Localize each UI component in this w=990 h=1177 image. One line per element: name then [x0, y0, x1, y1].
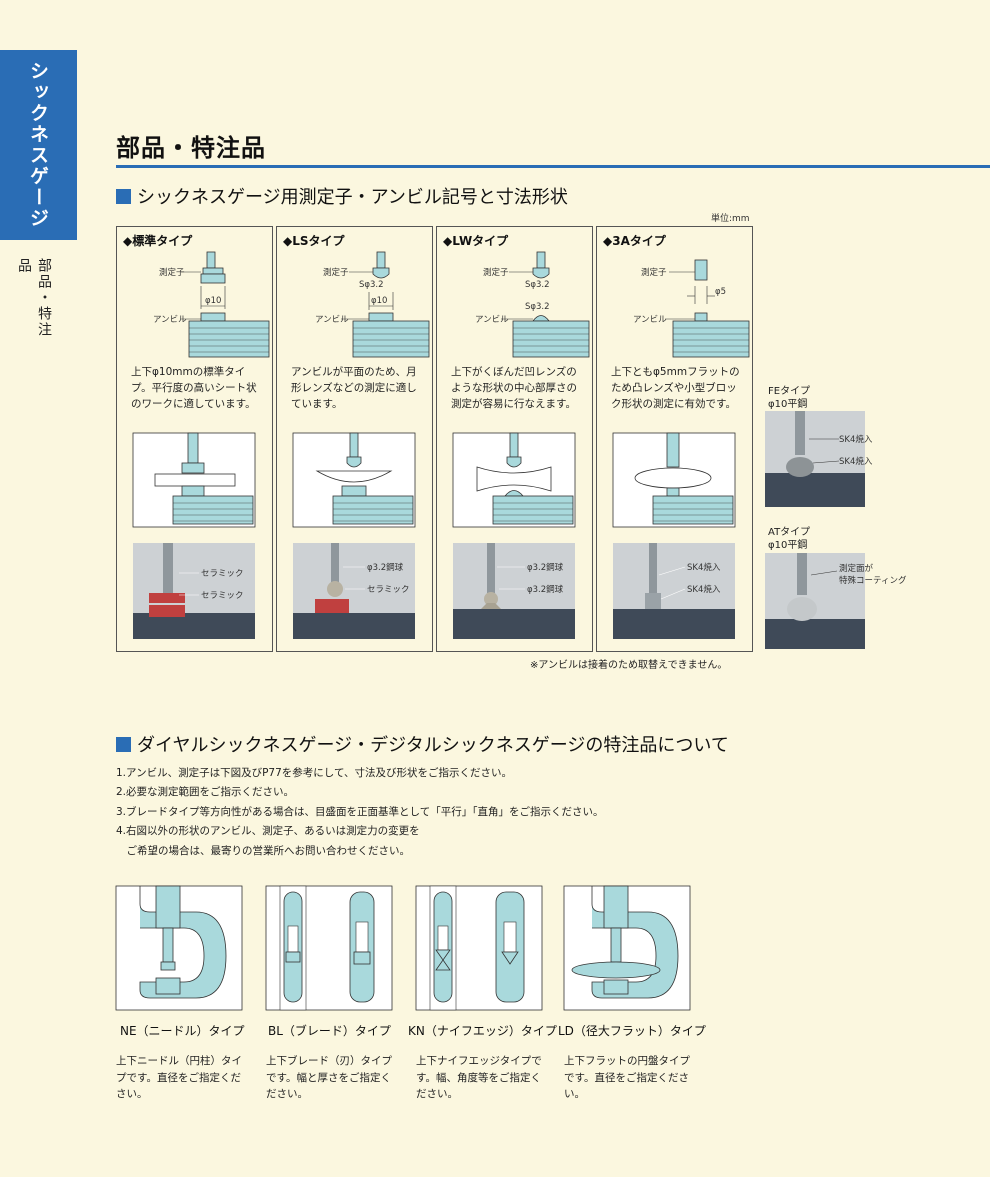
photo-label-lower: φ3.2鋼球	[527, 584, 564, 595]
ls-photo: φ3.2鋼球 セラミック	[293, 543, 415, 639]
panel-standard: ◆標準タイプ 測定子 アンビル φ10 上下φ10mmの標準タイプ。平行度の高い…	[116, 226, 273, 652]
photo-label-upper: セラミック	[201, 569, 244, 579]
instruction-list: 1.アンビル、測定子は下図及びP77を参考にして、寸法及び形状をご指示ください。…	[116, 764, 603, 861]
side-subtitle: 部品・特注品	[16, 258, 52, 338]
list-item: 4.右図以外の形状のアンビル、測定子、あるいは測定力の変更を	[116, 825, 420, 838]
3a-dimension-diagram: φ5 測定子 アンビル	[633, 259, 750, 358]
at-material-label: φ10平鋼	[768, 540, 808, 551]
anvil-label: アンビル	[475, 315, 509, 325]
at-photo: 測定面が 特殊コーティング	[765, 553, 907, 649]
photo-label-lower: セラミック	[367, 585, 410, 595]
title-rule	[116, 165, 990, 168]
anvil-label: アンビル	[633, 315, 667, 325]
dimension-label-upper: Sφ3.2	[525, 280, 550, 290]
fe-photo: SK4焼入 SK4焼入	[765, 411, 873, 507]
list-item: 1.アンビル、測定子は下図及びP77を参考にして、寸法及び形状をご指示ください。	[116, 767, 512, 779]
lw-illustration	[452, 432, 576, 528]
photo-label-lower: SK4焼入	[687, 585, 721, 595]
standard-illustration	[132, 432, 256, 528]
ls-dimension-diagram: Sφ3.2 φ10 測定子 アンビル	[315, 251, 430, 358]
panel-3a: ◆3Aタイプ φ5 測定子 アンビル 上下ともφ5mmフラットのため凸レンズや小…	[596, 226, 753, 652]
lw-dimension-diagram: Sφ3.2 Sφ3.2 測定子 アンビル	[475, 251, 590, 358]
bl-diagram	[265, 885, 393, 1011]
section1-heading-text: シックネスゲージ用測定子・アンビル記号と寸法形状	[137, 187, 568, 208]
panel-description: 上下φ10mmの標準タイプ。平行度の高いシート状のワークに適しています。	[131, 366, 257, 410]
fe-caption: FEタイプ φ10平鋼	[768, 385, 810, 411]
side-tab[interactable]	[0, 50, 77, 240]
dimension-label-lower: Sφ3.2	[525, 302, 550, 312]
section2-heading: ダイヤルシックネスゲージ・デジタルシックネスゲージの特注品について	[116, 731, 729, 757]
lw-photo: φ3.2鋼球 φ3.2鋼球	[453, 543, 575, 639]
panel-title: ◆標準タイプ	[123, 234, 193, 248]
panel-description: 上下がくぼんだ凹レンズのような形状の中心部厚さの測定が容易に行なえます。	[451, 366, 577, 410]
photo-label-upper: φ3.2鋼球	[367, 562, 404, 573]
list-item: 3.ブレードタイプ等方向性がある場合は、目盛面を正面基準として「平行」「直角」を…	[116, 805, 604, 818]
probe-label: 測定子	[483, 267, 509, 278]
kn-description: 上下ナイフエッジタイプです。幅、角度等をご指定ください。	[416, 1055, 542, 1100]
anvil-label: アンビル	[315, 315, 349, 325]
dimension-label-anvil: φ10	[371, 296, 387, 306]
dimension-label-ball: Sφ3.2	[359, 280, 384, 290]
anvil-note: ※アンビルは接着のため取替えできません。	[530, 660, 728, 671]
standard-photo: セラミック セラミック	[133, 543, 255, 639]
list-item: 2.必要な測定範囲をご指示ください。	[116, 786, 295, 799]
ne-caption: NE（ニードル）タイプ	[120, 1024, 245, 1038]
page-title: 部品・特注品	[116, 134, 266, 162]
panel-ls: ◆LSタイプ Sφ3.2 φ10 測定子 アンビル アンビルが平面のため、月形レ…	[276, 226, 433, 652]
section2-heading-text: ダイヤルシックネスゲージ・デジタルシックネスゲージの特注品について	[137, 735, 729, 756]
ne-description: 上下ニードル（円柱）タイプです。直径をご指定ください。	[116, 1055, 242, 1100]
at-caption: ATタイプ φ10平鋼	[768, 526, 810, 552]
ld-description: 上下フラットの円盤タイプです。直径をご指定ください。	[564, 1055, 690, 1100]
probe-label: 測定子	[641, 267, 667, 278]
ne-diagram	[115, 885, 243, 1011]
dimension-label: φ5	[715, 287, 726, 297]
panel-title: ◆3Aタイプ	[603, 234, 666, 248]
dimension-label: φ10	[205, 296, 221, 306]
unit-label: 単位:mm	[711, 214, 750, 224]
kn-caption: KN（ナイフエッジ）タイプ	[408, 1024, 557, 1038]
panel-description: 上下ともφ5mmフラットのため凸レンズや小型ブロック形状の測定に有効です。	[611, 366, 740, 410]
section-square-icon	[116, 188, 131, 204]
kn-diagram	[415, 885, 543, 1011]
probe-label: 測定子	[323, 267, 349, 278]
ls-illustration	[292, 432, 416, 528]
fe-label-lower: SK4焼入	[839, 457, 873, 467]
panel-description: アンビルが平面のため、月形レンズなどの測定に適しています。	[291, 366, 417, 410]
bl-description: 上下ブレード（刃）タイプです。幅と厚さをご指定ください。	[266, 1055, 392, 1100]
at-type-label: ATタイプ	[768, 527, 811, 538]
photo-label-lower: セラミック	[201, 591, 244, 601]
bl-caption: BL（ブレード）タイプ	[268, 1024, 391, 1038]
fe-material-label: φ10平鋼	[768, 399, 808, 410]
section-square-icon	[116, 736, 131, 752]
3a-photo: SK4焼入 SK4焼入	[613, 543, 735, 639]
fe-type-label: FEタイプ	[768, 386, 811, 397]
anvil-label: アンビル	[153, 315, 187, 325]
panel-lw: ◆LWタイプ Sφ3.2 Sφ3.2 測定子 アンビル 上下がくぼんだ凹レンズの…	[436, 226, 593, 652]
probe-label: 測定子	[159, 267, 185, 278]
list-item: ご希望の場合は、最寄りの営業所へお問い合わせください。	[116, 844, 410, 857]
photo-label-upper: SK4焼入	[687, 563, 721, 573]
panel-title: ◆LWタイプ	[443, 234, 509, 248]
3a-illustration	[612, 432, 736, 528]
panel-title: ◆LSタイプ	[283, 234, 345, 248]
ld-caption: LD（径大フラット）タイプ	[558, 1024, 706, 1038]
fe-label-upper: SK4焼入	[839, 435, 873, 445]
standard-dimension-diagram: 測定子 アンビル φ10	[153, 251, 270, 358]
side-tab-label: シックネスゲージ	[27, 61, 49, 229]
at-label-lower: 特殊コーティング	[839, 575, 907, 586]
section1-heading: シックネスゲージ用測定子・アンビル記号と寸法形状	[116, 183, 568, 209]
at-label-upper: 測定面が	[839, 563, 874, 574]
ld-diagram	[563, 885, 691, 1011]
photo-label-upper: φ3.2鋼球	[527, 562, 564, 573]
